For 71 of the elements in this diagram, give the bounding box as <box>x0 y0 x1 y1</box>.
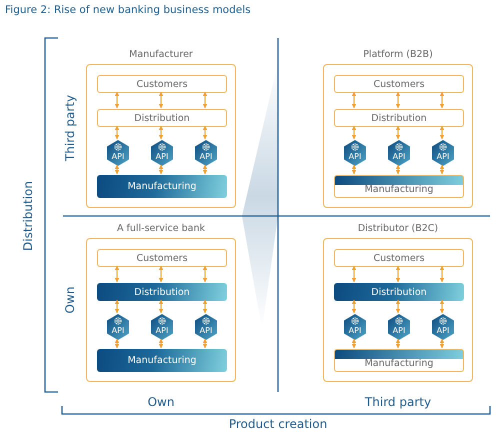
double-arrow <box>158 300 164 314</box>
api-label: API <box>348 152 362 162</box>
double-arrow <box>396 300 400 314</box>
double-arrow <box>202 126 208 140</box>
panel-heading: Manufacturer <box>129 48 193 62</box>
panel-heading: Platform (B2B) <box>363 48 433 62</box>
axis-title: Product creation <box>228 417 328 431</box>
double-arrow <box>440 92 444 108</box>
double-arrow <box>352 92 356 108</box>
double-arrow <box>352 266 356 282</box>
double-arrow <box>396 266 400 282</box>
outlined-box: Customers <box>334 75 464 93</box>
double-arrow <box>158 338 164 348</box>
axis-label: Own <box>148 395 174 409</box>
double-arrow <box>158 266 164 282</box>
axis-label: Third party <box>63 94 77 162</box>
double-arrow <box>202 266 208 282</box>
api-label: API <box>154 152 170 162</box>
double-arrow <box>396 126 400 140</box>
double-arrow <box>114 300 120 314</box>
filled-bar: Manufacturing <box>97 349 227 372</box>
panel-heading: A full-service bank <box>116 222 205 236</box>
api-label: API <box>348 326 362 336</box>
double-arrow <box>440 126 444 140</box>
double-arrow <box>114 338 120 348</box>
axis-label: Own <box>63 286 77 314</box>
outlined-box: Customers <box>97 75 227 93</box>
double-arrow <box>440 300 444 314</box>
double-arrow <box>440 164 444 174</box>
double-arrow <box>352 300 356 314</box>
double-arrow <box>158 126 164 140</box>
double-arrow <box>202 338 208 348</box>
outlined-box: Distribution <box>334 109 464 127</box>
striped-box: Manufacturing <box>334 349 464 372</box>
double-arrow <box>352 338 356 348</box>
api-label: API <box>154 326 170 336</box>
double-arrow <box>114 266 120 282</box>
api-label: API <box>110 152 126 162</box>
api-label: API <box>198 152 214 162</box>
api-label: API <box>436 326 450 336</box>
api-label: API <box>110 326 126 336</box>
axis-title: Distribution <box>21 181 35 251</box>
double-arrow <box>352 126 356 140</box>
panel-heading: Distributor (B2C) <box>358 222 438 236</box>
double-arrow <box>114 92 120 108</box>
api-label: API <box>436 152 450 162</box>
double-arrow <box>202 164 208 174</box>
double-arrow <box>396 338 400 348</box>
outlined-box: Customers <box>97 249 227 267</box>
double-arrow <box>114 126 120 140</box>
axis-label: Third party <box>364 395 432 409</box>
striped-box: Manufacturing <box>334 175 464 198</box>
double-arrow <box>202 300 208 314</box>
api-label: API <box>198 326 214 336</box>
filled-bar: Distribution <box>97 283 227 301</box>
double-arrow <box>158 164 164 174</box>
double-arrow <box>396 92 400 108</box>
filled-bar: Manufacturing <box>97 175 227 198</box>
double-arrow <box>396 164 400 174</box>
double-arrow <box>440 266 444 282</box>
api-label: API <box>392 152 406 162</box>
double-arrow <box>114 164 120 174</box>
double-arrow <box>158 92 164 108</box>
figure-title: Figure 2: Rise of new banking business models <box>5 4 251 16</box>
api-label: API <box>392 326 406 336</box>
outlined-box: Distribution <box>97 109 227 127</box>
double-arrow <box>352 164 356 174</box>
double-arrow <box>440 338 444 348</box>
double-arrow <box>202 92 208 108</box>
outlined-box: Customers <box>334 249 464 267</box>
filled-bar: Distribution <box>334 283 464 301</box>
